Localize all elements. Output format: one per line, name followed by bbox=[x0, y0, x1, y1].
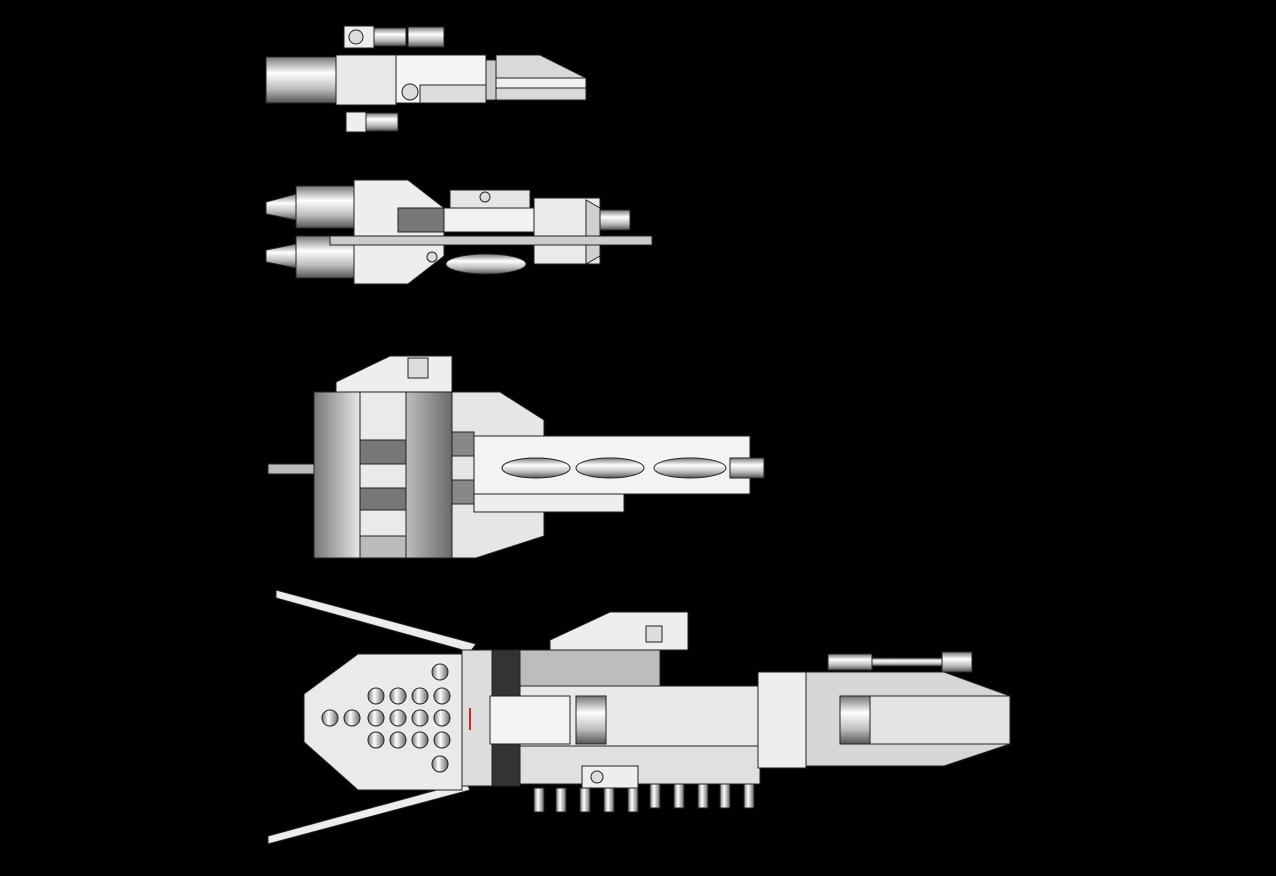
ship-1 bbox=[265, 25, 587, 133]
ship-2 bbox=[265, 179, 653, 285]
ship-3 bbox=[267, 355, 765, 559]
ship-4 bbox=[267, 589, 1011, 845]
